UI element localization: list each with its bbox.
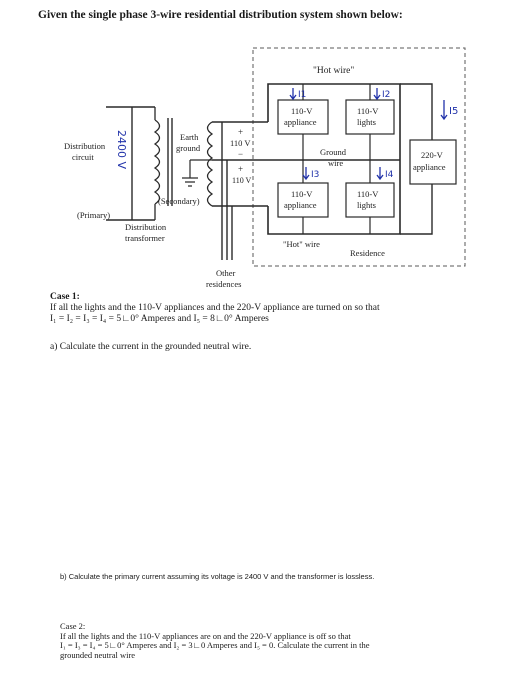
- case1-heading: Case 1:: [50, 292, 80, 302]
- earth-ground-symbol: [182, 159, 212, 187]
- ground-wire-line1: Ground: [320, 147, 347, 157]
- secondary-coil: [206, 121, 214, 207]
- top-hot-wire: [267, 83, 401, 160]
- appliance-110-top-line1: 110-V: [291, 106, 313, 116]
- voltage-bottom-label: 110 V: [232, 176, 252, 185]
- current-label-3: I3: [311, 170, 319, 180]
- hot-wire-top-label: "Hot wire": [313, 66, 354, 76]
- secondary-label: (Secondary): [158, 196, 200, 206]
- ground-wire-line2: wire: [328, 158, 343, 168]
- residence-dashed-box: [252, 47, 466, 267]
- appliance-110-top-box: [277, 99, 329, 135]
- current-label-2: I2: [382, 90, 390, 100]
- lights-110-bottom-line2: lights: [357, 200, 376, 210]
- case1-block: Case 1: If all the lights and the 110-V …: [50, 292, 470, 325]
- voltage-bottom-plus: +: [238, 164, 243, 174]
- secondary-wires: [212, 121, 268, 260]
- primary-voltage-handwritten: 2400 V: [115, 130, 128, 169]
- case2-line1: If all the lights and the 110-V applianc…: [60, 630, 351, 641]
- appliance-110-bottom-line2: appliance: [284, 200, 317, 210]
- current-arrows: [289, 88, 448, 181]
- current-label-4: I4: [385, 170, 394, 180]
- distribution-diagram: "Hot wire" "Hot" wire Residence 110-V ap…: [64, 47, 466, 289]
- problem-title: Given the single phase 3-wire residentia…: [38, 9, 403, 21]
- case2-line2: I₁ = I₃ = I₄ = 5∟0° Amperes and I₂ = 3∟0…: [60, 640, 370, 650]
- distribution-transformer-line1: Distribution: [125, 222, 167, 232]
- lights-110-top-line2: lights: [357, 117, 376, 127]
- case2-heading: Case 2:: [60, 621, 86, 631]
- current-label-5: I5: [449, 106, 458, 117]
- voltage-top-plus: +: [238, 127, 243, 137]
- hot-wire-bottom-label: "Hot" wire: [283, 239, 320, 249]
- distribution-circuit-line2: circuit: [72, 152, 94, 162]
- case1-line1: If all the lights and the 110-V applianc…: [50, 303, 380, 313]
- voltage-top-minus: −: [238, 149, 243, 159]
- appliance-220-wires: [400, 83, 433, 235]
- primary-circuit-lines: [106, 106, 155, 221]
- question-b: b) Calculate the primary current assumin…: [60, 572, 375, 581]
- residence-label: Residence: [350, 248, 385, 258]
- current-label-1: I1: [298, 90, 306, 100]
- other-residences-line2: residences: [206, 279, 241, 289]
- earth-ground-line1: Earth: [180, 132, 199, 142]
- other-residences-line1: Other: [216, 268, 236, 278]
- bottom-hot-wire: [267, 160, 401, 235]
- case2-line3: grounded neutral wire: [60, 649, 136, 660]
- question-a: a) Calculate the current in the grounded…: [50, 342, 252, 352]
- case2-block: Case 2: If all the lights and the 110-V …: [60, 621, 440, 660]
- appliance-220-box: [409, 139, 457, 185]
- distribution-transformer-line2: transformer: [125, 233, 165, 243]
- lights-110-bottom-line1: 110-V: [357, 189, 379, 199]
- voltage-top-label: 110 V: [230, 138, 251, 148]
- appliance-110-bottom-line1: 110-V: [291, 189, 313, 199]
- earth-ground-line2: ground: [176, 143, 201, 153]
- box-connections: [302, 84, 371, 234]
- primary-coil: [153, 107, 161, 220]
- appliance-220-line2: appliance: [413, 162, 446, 172]
- appliance-220-line1: 220-V: [421, 150, 444, 160]
- primary-label: (Primary): [77, 210, 110, 220]
- lights-110-top-line1: 110-V: [357, 106, 379, 116]
- appliance-110-top-line2: appliance: [284, 117, 317, 127]
- distribution-circuit-line1: Distribution: [64, 141, 106, 151]
- case1-line2: I₁ = I₂ = I₃ = I₄ = 5∟0° Amperes and I₅ …: [50, 314, 269, 324]
